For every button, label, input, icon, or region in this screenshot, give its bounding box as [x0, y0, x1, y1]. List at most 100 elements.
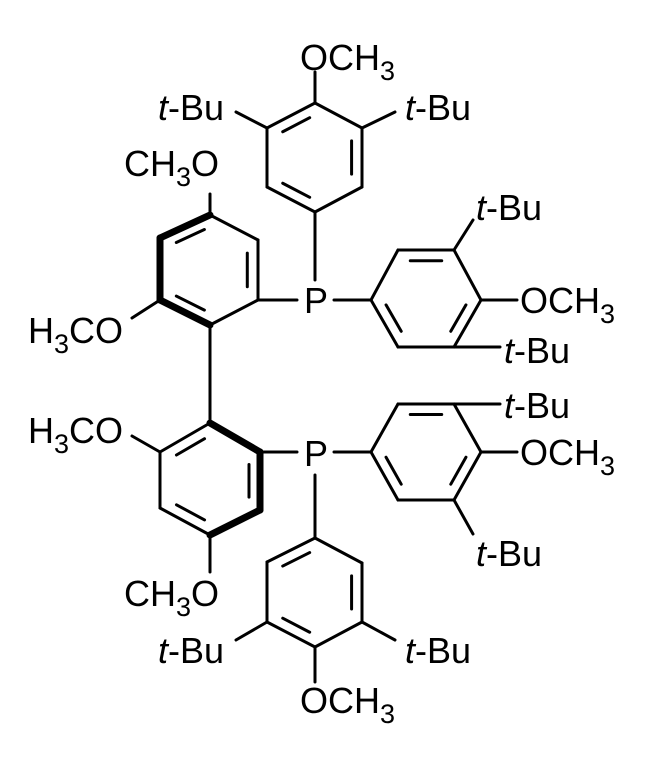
label-text: -Bu	[514, 330, 570, 371]
ring-b-bond	[156, 211, 214, 242]
label-text: t	[405, 630, 417, 671]
label-ring-d-ch3o: CH3O	[124, 573, 219, 622]
label-ring-b-ch3o: CH3O	[124, 143, 219, 192]
label-ring-a-tbu-right: t-Bu	[405, 87, 471, 128]
subscript: 3	[600, 299, 615, 329]
subscript: 3	[54, 429, 69, 459]
label-text: CH	[124, 143, 176, 184]
ring-c-bond	[452, 298, 483, 349]
label-ring-f-tbu-bottom: t-Bu	[476, 533, 542, 574]
subscript: 3	[176, 592, 191, 622]
label-text: P	[304, 433, 328, 474]
substituent-bond	[130, 298, 162, 320]
label-ring-a-tbu-left: t-Bu	[158, 87, 224, 128]
label-text: t	[504, 385, 516, 426]
ring-b-double-bond-inner	[174, 294, 206, 312]
label-text: H	[28, 410, 54, 451]
ring-c-bond	[369, 298, 400, 349]
ring-a-bond	[265, 101, 317, 130]
label-text: t	[476, 533, 488, 574]
label-ring-f-och3: OCH3	[520, 432, 615, 481]
subscript: 3	[176, 162, 191, 192]
ring-b-bond	[156, 296, 214, 329]
ring-d-bond	[206, 419, 264, 456]
label-ring-c-tbu-bottom: t-Bu	[504, 330, 570, 371]
substituent-bond	[234, 110, 269, 130]
ring-a-double-bond-inner	[281, 181, 312, 199]
ring-b-bond	[208, 213, 260, 242]
label-text: OCH	[520, 280, 600, 321]
label-text: t	[158, 630, 170, 671]
ring-e-bond	[313, 620, 364, 649]
label-ring-c-tbu-top: t-Bu	[476, 187, 542, 228]
bonds	[130, 70, 519, 684]
label-p-lower: P	[304, 433, 328, 474]
ring-f-double-bond-inner	[449, 455, 468, 486]
ring-c-bond	[369, 248, 400, 302]
label-text: t	[405, 87, 417, 128]
label-ring-b-h3co: H3CO	[28, 310, 123, 359]
label-text: CH	[124, 573, 176, 614]
label-text: OCH	[300, 37, 380, 78]
label-text: O	[191, 573, 219, 614]
label-text: H	[28, 310, 54, 351]
label-text: O	[191, 143, 219, 184]
ring-e-bond	[265, 536, 317, 564]
label-ring-d-h3co: H3CO	[28, 410, 123, 459]
ring-b-bond	[208, 298, 260, 327]
substituent-bond	[452, 218, 475, 252]
ring-e-double-bond-inner	[281, 616, 312, 634]
ring-b-double-bond-inner	[174, 228, 206, 244]
ring-f-bond	[452, 450, 483, 502]
label-text: OCH	[300, 680, 380, 721]
label-text: CO	[69, 310, 123, 351]
subscript: 3	[380, 56, 395, 86]
ring-d-bond	[158, 421, 212, 454]
ring-e-double-bond-inner	[281, 551, 312, 568]
substituent-bond	[360, 110, 397, 130]
label-ring-e-tbu-right: t-Bu	[405, 630, 471, 671]
ring-a-double-bond-inner	[281, 116, 312, 134]
label-text: -Bu	[168, 87, 224, 128]
subscript: 3	[54, 329, 69, 359]
ring-a-bond	[265, 185, 317, 214]
label-ring-c-och3: OCH3	[520, 280, 615, 329]
label-text: -Bu	[415, 87, 471, 128]
label-text: t	[476, 187, 488, 228]
ring-f-bond	[369, 402, 400, 454]
label-text: CO	[69, 410, 123, 451]
ring-a-bond	[313, 185, 364, 214]
ring-e-bond	[313, 536, 364, 565]
ring-d-double-bond-inner	[174, 437, 207, 457]
ring-c-double-bond-inner	[384, 303, 403, 333]
ring-c-double-bond-inner	[449, 303, 468, 333]
label-ring-f-tbu-top: t-Bu	[504, 385, 570, 426]
ring-a-bond	[313, 101, 364, 130]
label-ring-e-tbu-left: t-Bu	[158, 630, 224, 671]
label-text: -Bu	[168, 630, 224, 671]
label-text: t	[504, 330, 516, 371]
ring-e-bond	[265, 620, 317, 649]
substituent-bond	[360, 620, 397, 642]
label-text: OCH	[520, 432, 600, 473]
substituent-bond	[130, 434, 162, 454]
substituent-bond	[452, 498, 475, 536]
label-text: -Bu	[415, 630, 471, 671]
label-text: -Bu	[486, 533, 542, 574]
substituent-bond	[234, 620, 269, 642]
ring-d-bond	[158, 506, 212, 537]
ring-f-bond	[369, 450, 400, 502]
ring-f-bond	[452, 402, 483, 454]
ring-c-bond	[452, 248, 483, 302]
ring-d-bond	[206, 506, 264, 539]
label-text: -Bu	[514, 385, 570, 426]
label-ring-e-och3: OCH3	[300, 680, 395, 729]
label-text: -Bu	[486, 187, 542, 228]
label-text: t	[158, 87, 170, 128]
ring-d-double-bond-inner	[174, 503, 207, 522]
ring-f-double-bond-inner	[384, 455, 403, 486]
label-text: P	[304, 280, 328, 321]
label-p-upper: P	[304, 280, 328, 321]
